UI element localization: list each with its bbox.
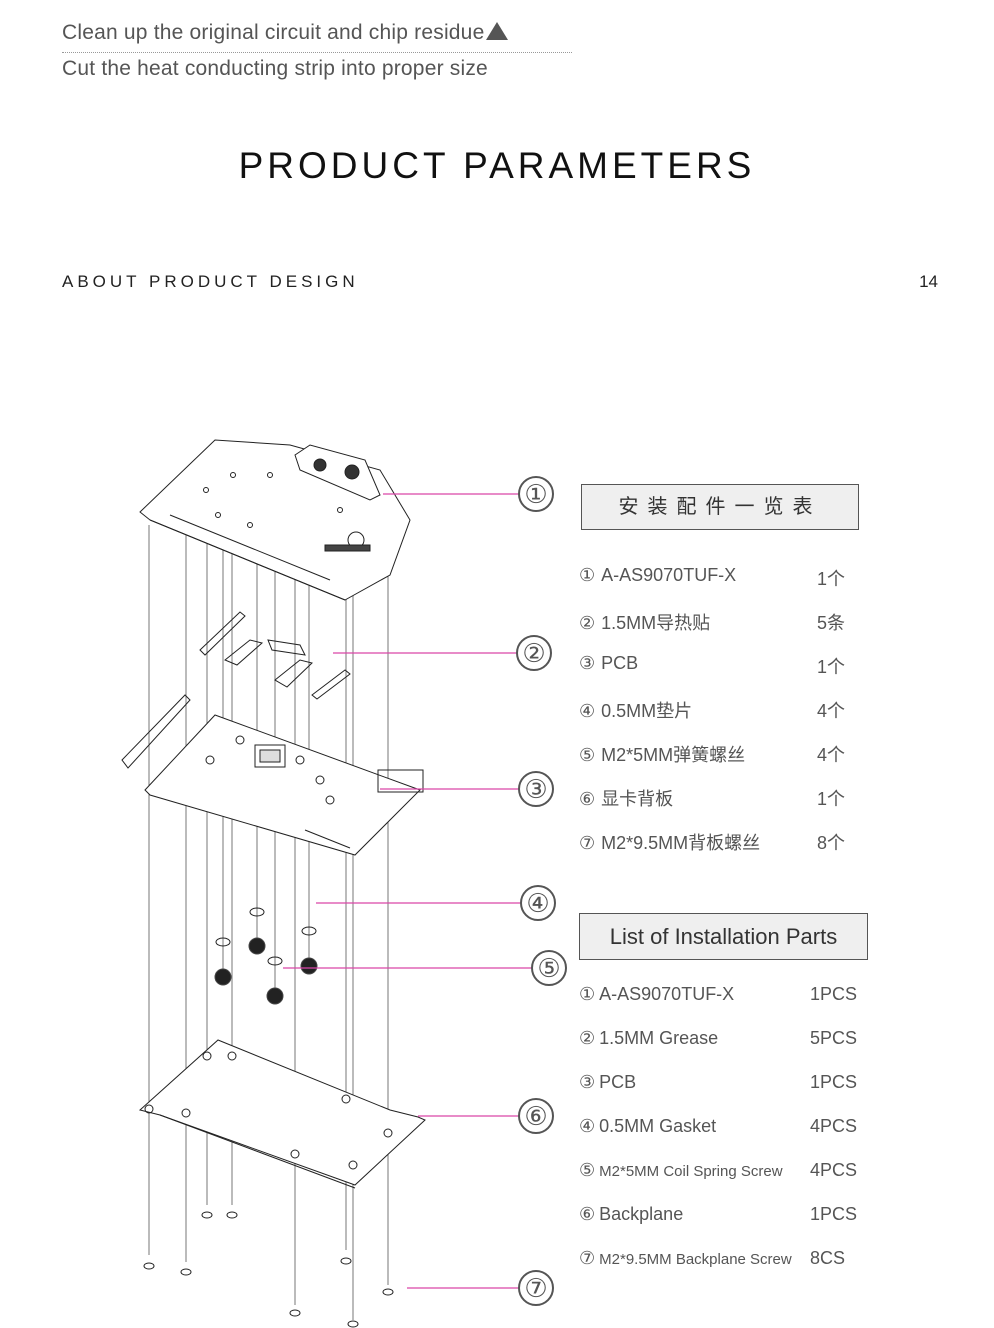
callout-5-label: ⑤ <box>537 954 560 984</box>
callout-7: ⑦ <box>518 1270 554 1306</box>
item-number: ② <box>579 613 596 633</box>
item-quantity: 8个 <box>817 833 846 853</box>
callout-lines <box>283 493 532 1289</box>
callout-1: ① <box>518 476 554 512</box>
item-quantity: 1个 <box>817 569 846 589</box>
item-name: M2*5MM弹簧螺丝 <box>601 745 746 765</box>
item-number: ② <box>579 1028 596 1048</box>
instruction-note-2: Cut the heat conducting strip into prope… <box>62 57 488 80</box>
item-name: M2*9.5MM Backplane Screw <box>599 1251 792 1268</box>
callout-1-label: ① <box>524 480 547 510</box>
item-name: 1.5MM导热贴 <box>601 613 711 633</box>
parts-list-en-title: List of Installation Parts <box>579 913 868 960</box>
item-name: PCB <box>601 653 639 673</box>
callout-2-label: ② <box>522 639 545 669</box>
item-number: ③ <box>579 653 596 673</box>
section-label: ABOUT PRODUCT DESIGN <box>62 272 359 291</box>
callout-3: ③ <box>518 771 554 807</box>
washers-part <box>215 907 317 966</box>
callout-2: ② <box>516 635 552 671</box>
page-title: PRODUCT PARAMETERS <box>238 145 756 186</box>
item-name: M2*5MM Coil Spring Screw <box>599 1163 783 1180</box>
item-number: ⑤ <box>579 745 596 765</box>
callout-3-label: ③ <box>524 775 547 805</box>
callout-5: ⑤ <box>531 950 567 986</box>
item-quantity: 1PCS <box>810 1072 858 1092</box>
item-name: 0.5MM Gasket <box>599 1116 717 1136</box>
item-number: ⑦ <box>579 1248 596 1268</box>
callout-4-label: ④ <box>526 889 549 919</box>
item-number: ③ <box>579 1072 596 1092</box>
item-number: ⑦ <box>579 833 596 853</box>
thermal-pads-part <box>199 611 351 700</box>
item-quantity: 5条 <box>817 613 846 633</box>
item-name: A-AS9070TUF-X <box>599 984 735 1004</box>
dotted-divider <box>62 52 572 53</box>
instruction-note-1: Clean up the original circuit and chip r… <box>62 21 509 45</box>
item-name: 1.5MM Grease <box>599 1028 719 1048</box>
item-name: PCB <box>599 1072 637 1092</box>
callout-7-label: ⑦ <box>524 1274 547 1304</box>
item-number: ④ <box>579 701 596 721</box>
item-quantity: 4PCS <box>810 1116 858 1136</box>
backplate-screws-part <box>143 1211 394 1328</box>
pcb-part <box>121 694 424 856</box>
alignment-lines <box>148 525 389 1320</box>
item-quantity: 4个 <box>817 701 846 721</box>
page-number: 14 <box>919 272 938 291</box>
callout-4: ④ <box>520 885 556 921</box>
water-block-part <box>139 439 411 601</box>
item-number: ① <box>579 565 596 585</box>
backplate-part <box>138 1039 426 1189</box>
item-name: A-AS9070TUF-X <box>601 565 737 585</box>
item-quantity: 4个 <box>817 745 846 765</box>
item-quantity: 1PCS <box>810 984 858 1004</box>
item-name: M2*9.5MM背板螺丝 <box>601 833 761 853</box>
item-number: ⑥ <box>579 789 596 809</box>
item-number: ① <box>579 984 596 1004</box>
item-quantity: 1个 <box>817 657 846 677</box>
parts-list-cn-title: 安装配件一览表 <box>581 484 859 530</box>
triangle-up-icon <box>486 22 509 40</box>
item-number: ⑤ <box>579 1160 596 1180</box>
callout-6: ⑥ <box>518 1098 554 1134</box>
item-name: 0.5MM垫片 <box>601 701 693 721</box>
spring-screws-part <box>214 937 318 1005</box>
item-quantity: 1个 <box>817 789 846 809</box>
item-number: ⑥ <box>579 1204 596 1224</box>
item-quantity: 1PCS <box>810 1204 858 1224</box>
item-quantity: 5PCS <box>810 1028 858 1048</box>
callout-6-label: ⑥ <box>524 1102 547 1132</box>
item-name: 显卡背板 <box>601 789 674 809</box>
item-quantity: 4PCS <box>810 1160 858 1180</box>
instruction-note-1-text: Clean up the original circuit and chip r… <box>62 21 485 44</box>
item-number: ④ <box>579 1116 596 1136</box>
item-quantity: 8CS <box>810 1248 846 1268</box>
item-name: Backplane <box>599 1204 684 1224</box>
